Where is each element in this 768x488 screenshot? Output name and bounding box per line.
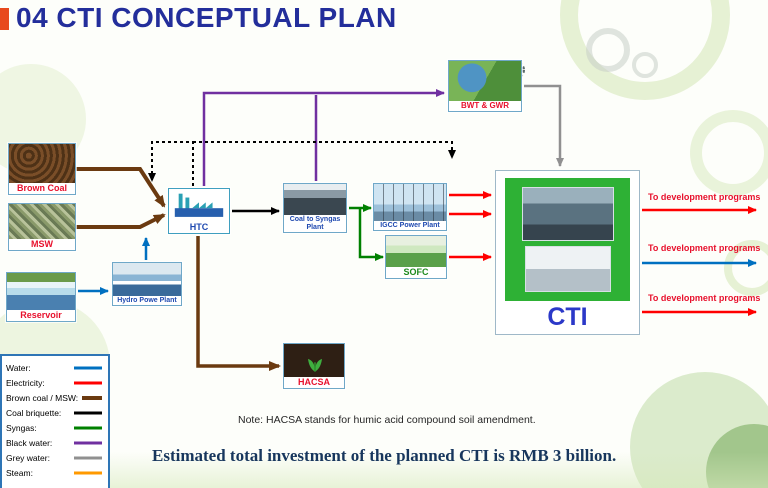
legend-swatch-brown-coal [82, 395, 102, 400]
flow-htc-to-bwt [202, 89, 445, 186]
bwt-gwr-label: BWT & GWR [449, 100, 521, 111]
reservoir-image [7, 273, 75, 310]
node-coal-to-syngas: Coal to Syngas Plant [283, 183, 347, 233]
legend-swatch-grey-water [74, 456, 102, 459]
htc-label: HTC [189, 221, 209, 233]
flow-briquette-recycle-right [193, 141, 456, 159]
flow-msw-to-htc [76, 213, 166, 229]
node-hacsa: HACSA [283, 343, 345, 389]
cti-towers-photo [524, 246, 611, 292]
node-brown-coal: Brown Coal [8, 143, 76, 195]
node-hydro-power-plant: Hydro Powe Plant [112, 262, 182, 306]
msw-label: MSW [9, 238, 75, 250]
legend-item-steam: Steam: [6, 465, 104, 480]
legend-item-electricity: Electricity: [6, 375, 104, 390]
title-accent-bar [0, 8, 9, 30]
node-igcc: IGCC Power Plant [373, 183, 447, 231]
msw-image [9, 204, 75, 239]
sofc-label: SOFC [386, 266, 446, 278]
node-bwt-gwr: BWT & GWR [448, 60, 522, 112]
legend-item-black-water: Black water: [6, 435, 104, 450]
investment-statement: Estimated total investment of the planne… [152, 446, 617, 465]
output-label-2: To development programs [648, 243, 761, 253]
seedling-icon [308, 358, 322, 372]
htc-factory-icon [174, 193, 224, 217]
page-title: 04 CTI CONCEPTUAL PLAN [16, 2, 397, 33]
hacsa-label: HACSA [284, 376, 344, 388]
node-reservoir: Reservoir [6, 272, 76, 322]
legend-label: Electricity: [6, 377, 45, 388]
legend-swatch-syngas [74, 426, 102, 429]
legend-swatch-black-water [74, 441, 102, 444]
legend-label: Steam: [6, 467, 33, 478]
reservoir-label: Reservoir [7, 309, 75, 321]
coal-to-syngas-label: Coal to Syngas Plant [284, 215, 346, 232]
node-sofc: SOFC [385, 235, 447, 279]
flow-browncoal-to-htc [76, 167, 166, 208]
cti-image-panel [505, 178, 630, 301]
igcc-image [374, 184, 446, 221]
brown-coal-image [9, 144, 75, 183]
legend: Water: Electricity: Brown coal / MSW: Co… [0, 354, 110, 488]
legend-label: Brown coal / MSW: [6, 392, 79, 403]
hydro-label: Hydro Powe Plant [113, 295, 181, 305]
igcc-label: IGCC Power Plant [374, 220, 446, 230]
cti-label: CTI [547, 303, 588, 331]
flow-bwt-to-cti [524, 84, 564, 167]
output-label-1: To development programs [648, 192, 761, 202]
node-msw: MSW [8, 203, 76, 251]
node-htc: HTC [168, 188, 230, 234]
legend-swatch-coal-briquette [74, 411, 102, 414]
legend-item-coal-briquette: Coal briquette: [6, 405, 104, 420]
cti-plant-photo [521, 187, 614, 241]
brown-coal-label: Brown Coal [9, 182, 75, 194]
legend-label: Black water: [6, 437, 53, 448]
legend-label: Syngas: [6, 422, 37, 433]
hydro-image [113, 263, 181, 296]
legend-item-grey-water: Grey water: [6, 450, 104, 465]
legend-swatch-electricity [74, 381, 102, 384]
node-cti: CTI [495, 170, 640, 335]
legend-swatch-steam [74, 471, 102, 474]
flow-syngasplant-to-sofc [358, 208, 384, 261]
flow-htc-to-hacsa [196, 236, 281, 371]
sofc-image [386, 236, 446, 267]
hacsa-note: Note: HACSA stands for humic acid compou… [238, 414, 536, 426]
bwt-gwr-image [449, 61, 521, 101]
legend-swatch-water [74, 366, 102, 369]
coal-to-syngas-image [284, 184, 346, 216]
legend-label: Grey water: [6, 452, 50, 463]
legend-item-syngas: Syngas: [6, 420, 104, 435]
legend-item-water: Water: [6, 360, 104, 375]
hacsa-image [284, 344, 344, 377]
legend-label: Coal briquette: [6, 407, 62, 418]
flow-briquette-recycle-left [148, 141, 194, 186]
legend-label: Water: [6, 362, 31, 373]
output-label-3: To development programs [648, 293, 761, 303]
legend-item-brown-coal-msw: Brown coal / MSW: [6, 390, 104, 405]
